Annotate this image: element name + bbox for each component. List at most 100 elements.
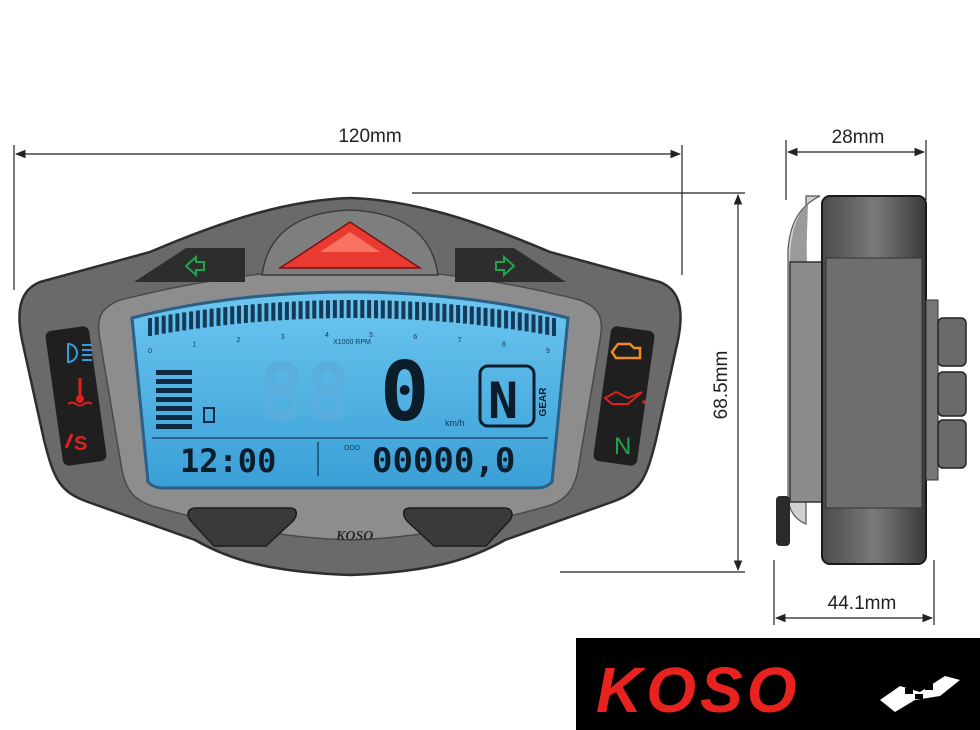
rpm-segment [401,301,406,320]
rpm-segment [456,305,461,323]
rpm-segment [284,301,289,320]
gear-value: N [488,372,518,430]
rpm-segment [332,300,337,319]
rpm-segment [237,305,241,324]
rpm-segment [380,300,385,319]
rpm-label: X1000 RPM [333,339,371,346]
side-depth-dimension: 44.1mm [773,560,935,625]
rpm-tick-label: 8 [502,342,506,349]
rpm-segment [168,314,173,333]
rpm-segment [230,306,235,325]
rpm-segment [298,301,303,320]
rpm-segment [517,312,522,331]
rpm-segment [469,306,474,325]
rpm-tick-label: 7 [458,337,462,344]
rpm-segment [552,318,556,336]
rpm-segment [202,309,207,328]
rpm-segment [538,315,543,334]
logo-text: KOSO [596,654,800,726]
koso-logo: KOSO [576,638,980,730]
rpm-segment [476,307,481,326]
rpm-segment [291,301,296,320]
temperature-icon [67,378,93,407]
rpm-segment [189,311,194,330]
rpm-segment [490,308,495,327]
rpm-segment [175,313,180,332]
rpm-tick-label: 1 [192,342,196,349]
left-turn-signal-icon [184,254,205,278]
odometer: 00000,0 [372,441,515,481]
rpm-segment [209,308,214,327]
rpm-tick-label: 6 [413,334,417,341]
speed-unit: km/h [445,418,465,428]
headlight-icon [67,342,92,364]
oil-pressure-icon [603,390,646,405]
checkered-flag-icon [880,676,960,712]
rpm-segment [374,300,378,319]
rpm-segment [154,316,159,335]
side-stand-icon: S [64,433,87,455]
rpm-segment [387,300,392,319]
rpm-segment [367,300,372,319]
rpm-tick-label: 4 [325,332,329,339]
rpm-bar-graph [148,300,556,336]
rpm-segment [428,302,433,321]
rpm-segment [216,307,221,326]
rpm-segment [442,303,447,322]
rpm-segment [346,300,351,318]
rpm-tick-label: 9 [546,348,550,355]
left-button[interactable] [187,507,297,547]
rpm-segment [497,309,502,328]
fuel-pump-icon [203,407,215,423]
rpm-segment [250,304,255,323]
rpm-tick-label: 5 [369,332,373,339]
rpm-segment [257,303,262,322]
fuel-gauge [156,370,215,429]
rpm-segment [161,315,166,334]
depth-dimension: 28mm [785,127,927,200]
rpm-segment [271,302,276,321]
rpm-segment [510,311,515,330]
rpm-segment [148,318,152,336]
rpm-segment [243,305,248,323]
clock: 12:00 [180,442,276,480]
rpm-tick-label: 2 [236,337,240,344]
engine-check-icon [610,342,642,360]
odo-unit: km [500,463,511,472]
width-dimension: 120mm [13,126,683,290]
rpm-segment [360,300,365,318]
rpm-segment [531,314,536,333]
rpm-segment [312,300,317,319]
rpm-segment [223,307,228,326]
height-dimension: 68.5mm [412,192,745,573]
rpm-segment [182,312,187,331]
right-button[interactable] [403,507,513,547]
speed-ghost-digits: 88 [258,349,352,439]
width-label: 120mm [338,126,401,147]
rpm-segment [353,300,358,318]
rpm-segment [305,300,310,319]
height-label: 68.5mm [711,351,732,420]
odo-prefix: ODO [344,445,361,452]
gear-label: GEAR [538,387,549,417]
svg-text:N: N [614,433,631,460]
rpm-tick-label: 0 [148,348,152,355]
bezel-logo: KOSO [335,529,373,544]
side-depth-label: 44.1mm [828,593,897,614]
dashboard-side-view [776,195,967,565]
rpm-segment [483,307,488,326]
speed-value: 0 [380,345,429,440]
rpm-segment [415,301,420,320]
rpm-segment [408,301,413,320]
rpm-segment [524,313,529,332]
rpm-segment [339,300,344,318]
rpm-segment [435,303,440,322]
rpm-segment [545,316,550,335]
rpm-segment [195,310,200,329]
rpm-segment [264,303,269,322]
rpm-segment [449,304,454,323]
